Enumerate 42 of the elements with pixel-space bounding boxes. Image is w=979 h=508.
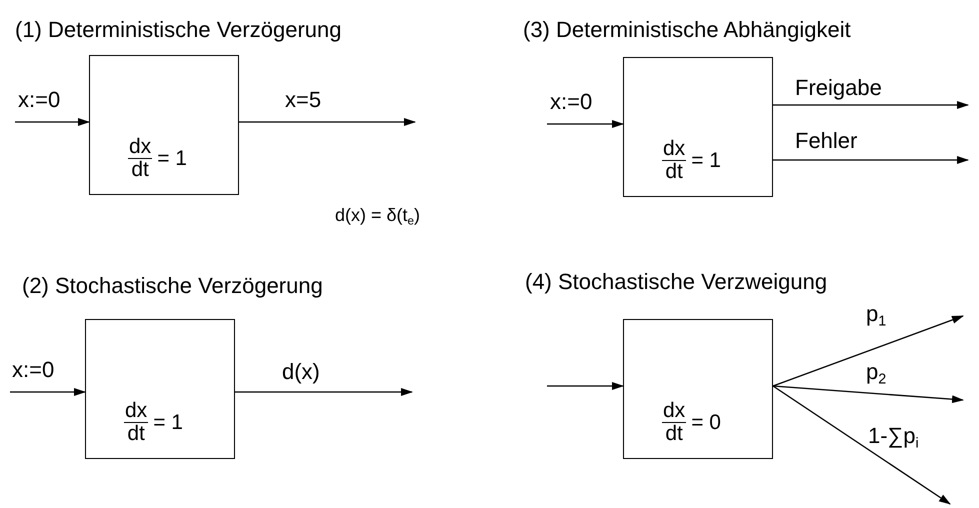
edge-label: p$_{1}$ [866, 302, 886, 330]
edge-label: p$_{2}$ [866, 360, 886, 388]
fraction-denominator: dt [664, 161, 684, 183]
fraction-numerator: dx [662, 138, 686, 161]
process-box [623, 319, 773, 459]
arrow [773, 156, 969, 164]
arrow [772, 385, 964, 404]
fraction-numerator: dx [662, 400, 686, 423]
section-heading: (1) Deterministische Verzögerung [15, 18, 342, 42]
fraction-denominator: dt [130, 159, 150, 181]
arrow [773, 101, 969, 109]
formula-text: d(x) = δ(t$_{e}$) [335, 206, 420, 228]
equation-text: = 1 [157, 146, 187, 170]
process-box [89, 55, 239, 195]
edge-label: 1-∑p$_{i}$ [868, 424, 919, 452]
edge-label: x:=0 [12, 358, 54, 382]
edge-label: d(x) [282, 360, 320, 384]
arrow [235, 388, 413, 396]
section-heading: (2) Stochastische Verzögerung [22, 274, 323, 298]
edge-label: Fehler [795, 129, 858, 154]
equation-text: = 1 [691, 148, 721, 172]
edge-label: x=5 [285, 88, 322, 112]
process-box [85, 319, 235, 459]
process-box [623, 57, 773, 197]
arrow [547, 382, 624, 390]
arrow [772, 315, 964, 387]
arrow [772, 385, 951, 505]
edge-label: x:=0 [18, 88, 60, 112]
edge-label: Freigabe [795, 76, 882, 100]
equation-text: = 1 [153, 410, 183, 434]
arrow [15, 118, 90, 126]
arrow [10, 388, 86, 396]
fraction-numerator: dx [124, 400, 148, 423]
equation-text: = 0 [691, 410, 721, 434]
fraction-denominator: dt [126, 423, 146, 445]
fraction-denominator: dt [664, 423, 684, 445]
section-heading: (3) Deterministische Abhängigkeit [523, 18, 851, 42]
edge-label: x:=0 [550, 90, 592, 114]
arrow [547, 120, 624, 128]
fraction-numerator: dx [128, 136, 152, 159]
section-heading: (4) Stochastische Verzweigung [525, 270, 828, 294]
arrow [239, 118, 416, 126]
